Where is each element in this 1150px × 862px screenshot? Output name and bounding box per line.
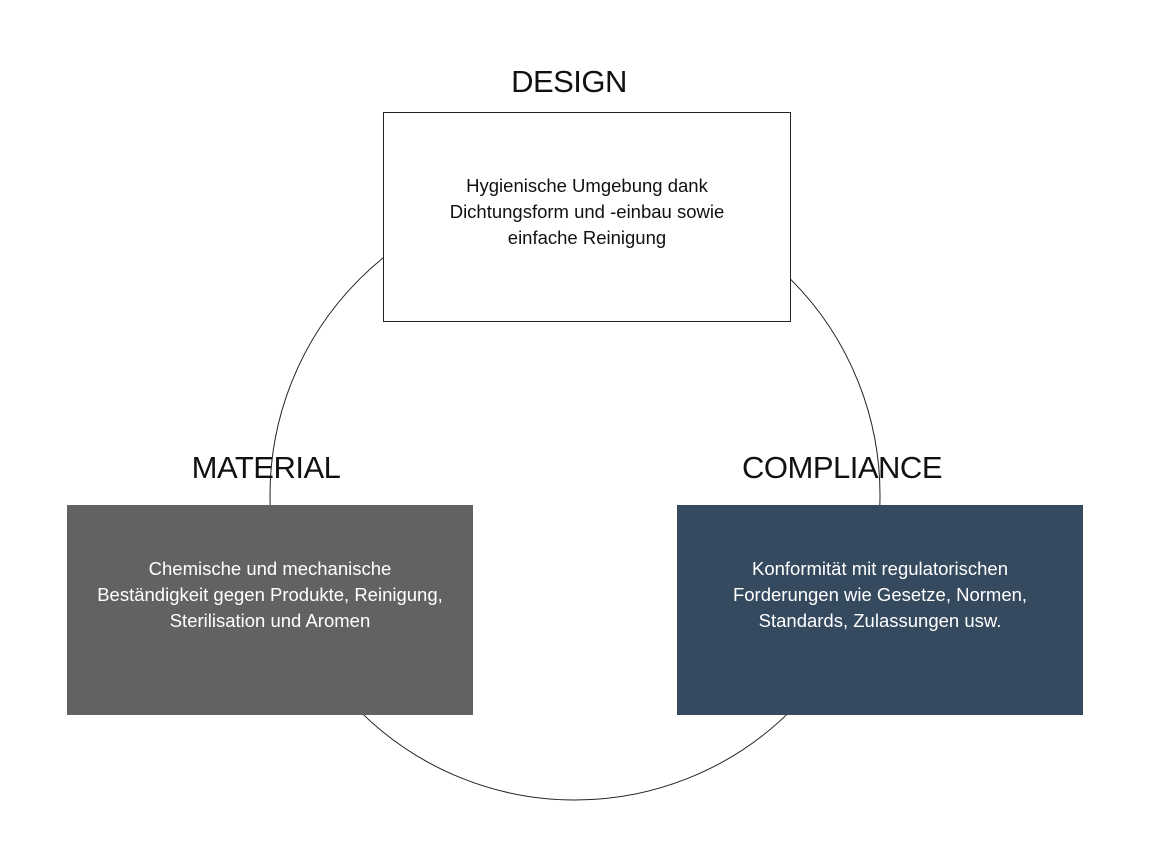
design-heading: DESIGN	[511, 64, 627, 99]
compliance-description: Konformität mit regulatorischen Forderun…	[732, 558, 1028, 631]
design-description: Hygienische Umgebung dank Dichtungsform …	[449, 175, 725, 248]
material-heading: MATERIAL	[191, 450, 341, 485]
compliance-box: Konformität mit regulatorischen Forderun…	[677, 505, 1083, 715]
material-box: Chemische und mechanische Beständigkeit …	[67, 505, 473, 715]
compliance-heading: COMPLIANCE	[742, 450, 942, 485]
design-box: Hygienische Umgebung dank Dichtungsform …	[383, 112, 791, 322]
material-description: Chemische und mechanische Beständigkeit …	[97, 558, 443, 631]
